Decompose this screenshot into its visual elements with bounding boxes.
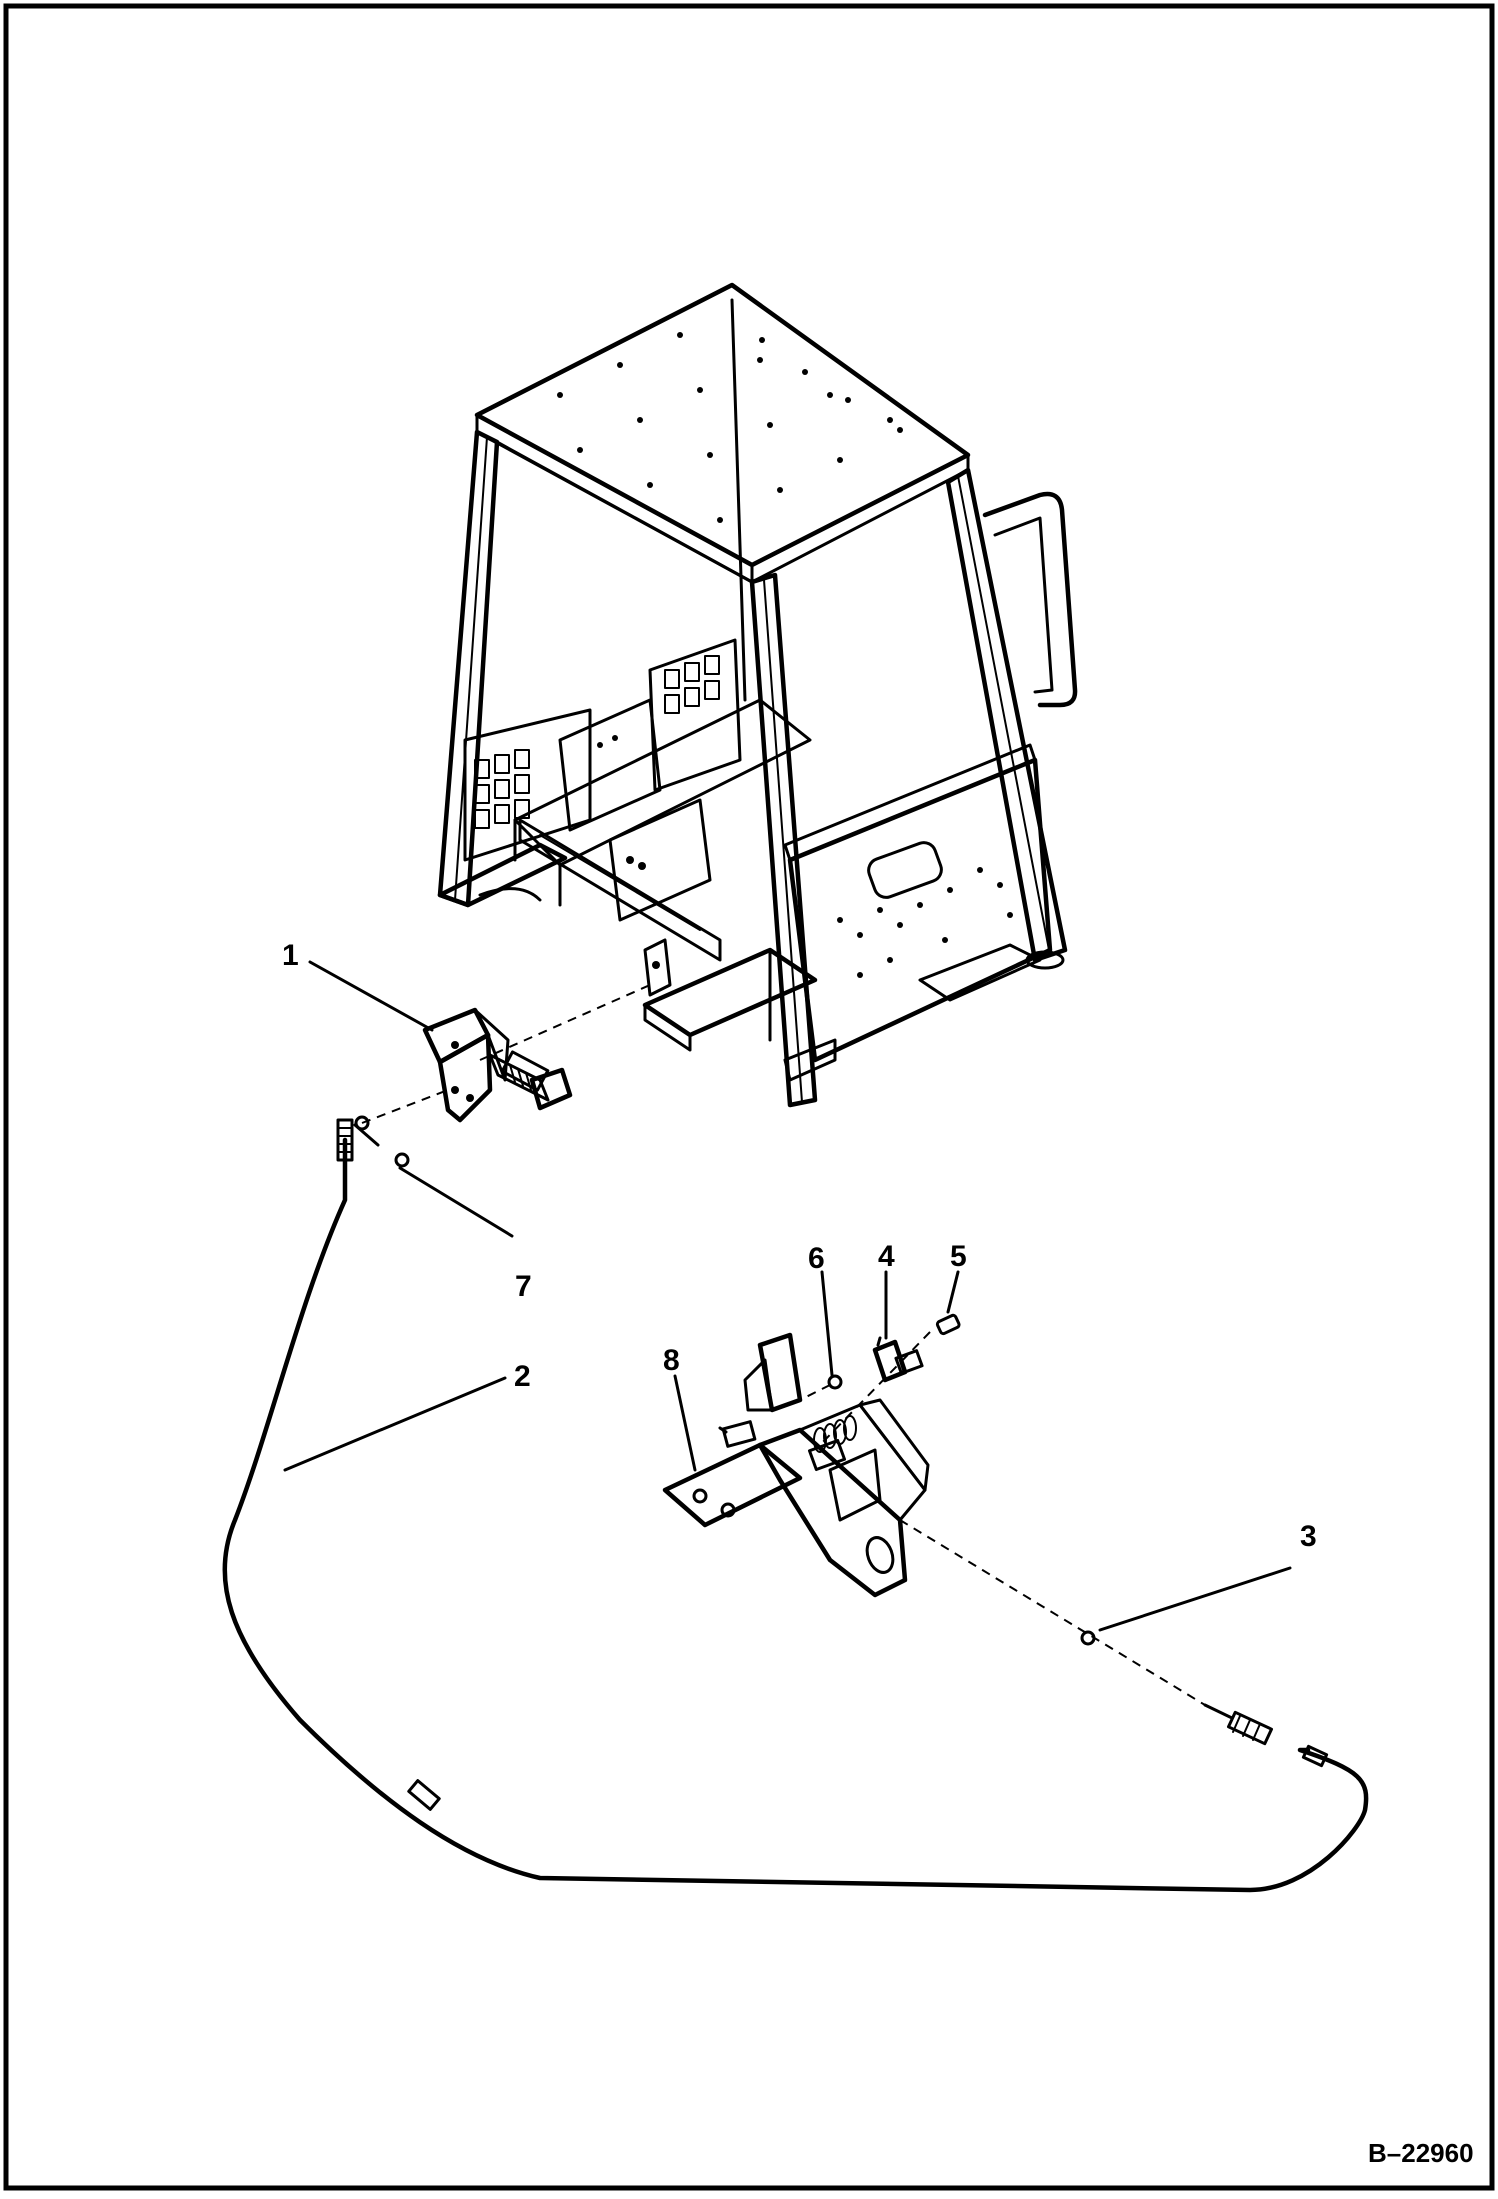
callout-1: 1 xyxy=(282,939,299,972)
callout-4: 4 xyxy=(878,1240,895,1273)
part-6-nut xyxy=(827,1374,843,1390)
callout-8: 8 xyxy=(663,1344,680,1377)
part-7-nut xyxy=(394,1152,410,1168)
figure-id: B–22960 xyxy=(1368,2138,1474,2168)
assembly-line-cable-to-pedal xyxy=(361,1089,449,1124)
part-1-pedal-assembly xyxy=(422,1007,573,1123)
assembly-line-8-to-3 xyxy=(899,1519,1206,1706)
page-border xyxy=(3,3,1495,2191)
cab-frame xyxy=(437,282,1078,1108)
assembly-line-1-to-frame xyxy=(479,984,651,1061)
callout-6: 6 xyxy=(808,1242,825,1275)
part-5-cap xyxy=(935,1313,961,1336)
callout-leaders xyxy=(283,960,1292,1632)
callout-7: 7 xyxy=(515,1270,532,1303)
part-4-switch xyxy=(872,1336,924,1383)
part-8-pedal-bracket xyxy=(662,1332,930,1598)
callout-2: 2 xyxy=(514,1360,531,1393)
assembly-line-6-to-8 xyxy=(789,1384,831,1406)
part-3-nut xyxy=(1080,1630,1096,1646)
assembly-line-4-to-8 xyxy=(819,1331,931,1446)
part-2-cable xyxy=(222,1115,1369,1893)
callout-5: 5 xyxy=(950,1240,967,1273)
callout-3: 3 xyxy=(1300,1520,1317,1553)
